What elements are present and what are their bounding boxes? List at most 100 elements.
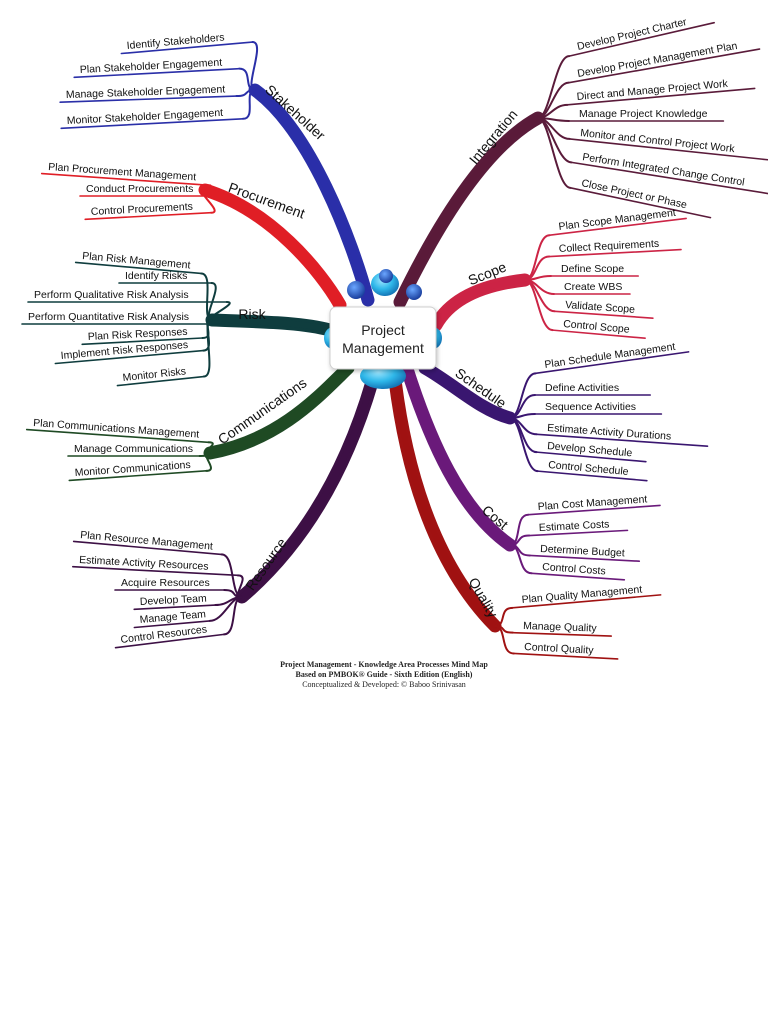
leaf-resource-0: Plan Resource Management (80, 529, 214, 553)
center-head-mid (379, 269, 393, 283)
leaf-quality-1: Manage Quality (523, 620, 598, 635)
leaf-procurement-1: Conduct Procurements (86, 183, 193, 195)
leaf-cost-3: Control Costs (542, 561, 606, 577)
leaf-communications-1: Manage Communications (74, 443, 193, 455)
leaf-underline-quality-1 (512, 631, 613, 637)
leaf-risk-3: Perform Quantitative Risk Analysis (28, 311, 189, 323)
leaf-resource-2: Acquire Resources (121, 577, 210, 589)
leaf-underline-integration-1 (568, 48, 761, 84)
caption-title: Project Management - Knowledge Area Proc… (280, 660, 488, 669)
leaf-underline-risk-0 (74, 261, 202, 275)
leaf-underline-schedule-3 (535, 433, 709, 448)
leaf-connector-scope-5 (524, 279, 554, 332)
leaf-underline-integration-5 (570, 161, 768, 195)
leaf-underline-stakeholder-1 (73, 67, 240, 79)
center-head-left (347, 281, 365, 299)
leaf-underline-integration-0 (568, 21, 715, 57)
leaf-resource-3: Develop Team (140, 592, 208, 607)
leaf-connector-risk-6 (202, 319, 213, 378)
leaf-cost-2: Determine Budget (540, 543, 625, 559)
leaf-schedule-1: Define Activities (545, 382, 619, 394)
leaf-stakeholder-2: Manage Stakeholder Engagement (66, 83, 226, 101)
leaf-underline-resource-1 (71, 565, 239, 577)
leaf-underline-cost-2 (529, 554, 641, 563)
leaf-integration-4: Monitor and Control Project Work (580, 127, 736, 155)
leaf-scope-1: Collect Requirements (559, 238, 660, 255)
leaf-communications-0: Plan Communications Management (33, 417, 200, 441)
branch-label-risk: Risk (238, 306, 266, 322)
leaf-connector-quality-2 (494, 625, 515, 655)
leaf-underline-integration-4 (568, 138, 768, 161)
leaf-connector-risk-0 (200, 272, 213, 321)
center-head-right (406, 284, 422, 300)
center-node: Project Management (324, 269, 442, 389)
leaf-underline-scope-5 (551, 329, 646, 340)
leaf-underline-communications-0 (25, 428, 210, 444)
leaf-underline-procurement-0 (40, 172, 208, 186)
leaf-quality-2: Control Quality (524, 641, 595, 657)
leaf-integration-2: Direct and Manage Project Work (576, 78, 729, 103)
leaf-underline-risk-5 (54, 349, 205, 365)
leaf-connector-stakeholder-3 (241, 89, 256, 120)
leaf-underline-cost-3 (530, 572, 626, 581)
leaf-resource-5: Control Resources (120, 623, 208, 646)
leaf-connector-procurement-2 (201, 189, 216, 214)
leaf-underline-quality-2 (513, 652, 619, 660)
leaf-resource-4: Manage Team (139, 608, 206, 626)
leaf-underline-integration-2 (566, 87, 756, 106)
leaf-scope-3: Create WBS (564, 281, 622, 293)
leaf-procurement-2: Control Procurements (91, 201, 194, 218)
leaf-underline-scope-0 (548, 217, 687, 236)
caption: Project Management - Knowledge Area Proc… (0, 660, 768, 690)
center-title-line1: Project (361, 322, 405, 338)
leaf-connector-stakeholder-0 (250, 41, 259, 91)
leaf-underline-stakeholder-2 (59, 95, 238, 104)
leaf-underline-integration-6 (569, 187, 712, 219)
leaf-underline-stakeholder-0 (120, 41, 254, 55)
leaf-underline-scope-4 (553, 310, 654, 319)
leaf-scope-5: Control Scope (563, 318, 630, 336)
leaf-scope-2: Define Scope (561, 263, 624, 275)
leaf-underline-cost-1 (528, 529, 629, 537)
leaf-underline-resource-3 (133, 604, 217, 611)
leaf-cost-1: Estimate Costs (539, 518, 610, 534)
leaf-scope-4: Validate Scope (565, 299, 636, 316)
leaf-underline-schedule-0 (534, 351, 690, 375)
caption-credit: Conceptualized & Developed: © Baboo Srin… (302, 680, 466, 689)
center-box (329, 306, 437, 370)
leaf-underline-resource-0 (72, 540, 223, 556)
leaf-underline-resource-5 (114, 633, 225, 649)
leaf-underline-stakeholder-3 (60, 117, 244, 130)
leaf-integration-3: Manage Project Knowledge (579, 108, 708, 120)
leaf-underline-risk-6 (116, 375, 205, 387)
leaf-underline-communications-2 (68, 470, 207, 482)
leaf-risk-1: Identify Risks (125, 270, 187, 282)
center-title-line2: Management (342, 340, 424, 356)
leaf-schedule-2: Sequence Activities (545, 401, 636, 413)
leaf-underline-resource-4 (133, 620, 211, 629)
leaf-connector-schedule-5 (509, 417, 539, 473)
leaf-underline-cost-0 (527, 504, 661, 516)
leaf-connector-integration-6 (537, 117, 572, 189)
leaf-quality-0: Plan Quality Management (521, 583, 642, 605)
caption-subtitle: Based on PMBOK® Guide - Sixth Edition (E… (295, 670, 473, 679)
leaf-integration-0: Develop Project Charter (576, 16, 688, 53)
leaf-risk-2: Perform Qualitative Risk Analysis (34, 289, 189, 301)
leaf-connector-resource-5 (222, 596, 243, 636)
leaf-connector-integration-0 (537, 55, 571, 119)
leaf-connector-cost-3 (509, 544, 533, 575)
leaf-risk-4: Plan Risk Responses (88, 326, 188, 343)
leaf-underline-procurement-2 (84, 211, 212, 221)
leaf-underline-risk-4 (81, 337, 204, 346)
leaf-underline-schedule-5 (536, 470, 648, 482)
leaf-underline-scope-1 (548, 248, 682, 258)
